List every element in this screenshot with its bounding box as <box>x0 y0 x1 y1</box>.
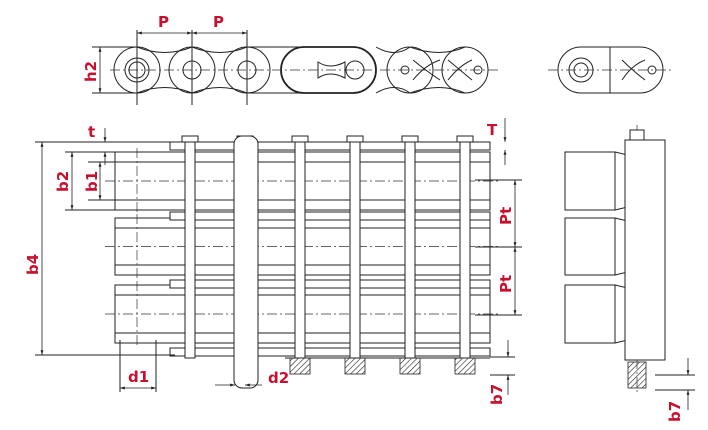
label-b7-front: b7 <box>488 384 506 405</box>
pin-section <box>399 357 421 375</box>
link-plate <box>169 141 491 151</box>
pin-head <box>401 135 419 143</box>
label-pt-2: Pt <box>497 275 515 293</box>
end-strand <box>564 151 616 211</box>
label-b1: b1 <box>83 171 101 192</box>
label-pitch-1: P <box>158 13 169 31</box>
end-strand <box>564 217 616 276</box>
label-h2: h2 <box>82 61 100 82</box>
pin <box>184 139 196 359</box>
pin-section <box>454 357 476 375</box>
chain-end-view <box>564 125 666 395</box>
label-t: t <box>88 123 95 141</box>
label-pt-1: Pt <box>497 207 515 225</box>
label-d1: d1 <box>128 368 149 386</box>
label-d2: d2 <box>268 369 289 387</box>
pin-head <box>181 135 199 143</box>
link-plate <box>169 347 491 357</box>
label-pitch-2: P <box>213 13 224 31</box>
pin <box>294 139 306 359</box>
pin-head <box>456 135 474 143</box>
connecting-pin <box>233 135 259 389</box>
pin <box>349 139 361 359</box>
end-outer-plates <box>624 139 666 361</box>
pin <box>459 139 471 359</box>
pin-section <box>344 357 366 375</box>
label-b4: b4 <box>24 254 42 275</box>
pin-head <box>291 135 309 143</box>
label-b2: b2 <box>54 171 72 192</box>
label-b7-side: b7 <box>666 401 684 422</box>
pin-section <box>289 357 311 375</box>
chain-top-view <box>105 135 500 389</box>
chain-side-view <box>92 30 672 105</box>
end-strand <box>564 284 616 344</box>
end-pin-section <box>627 361 647 389</box>
dimension-lines <box>35 118 695 410</box>
link-plate <box>169 279 491 289</box>
end-pin-head <box>629 129 645 141</box>
pin <box>404 139 416 359</box>
label-T: T <box>487 121 498 139</box>
link-plate <box>169 211 491 221</box>
pin-head <box>346 135 364 143</box>
